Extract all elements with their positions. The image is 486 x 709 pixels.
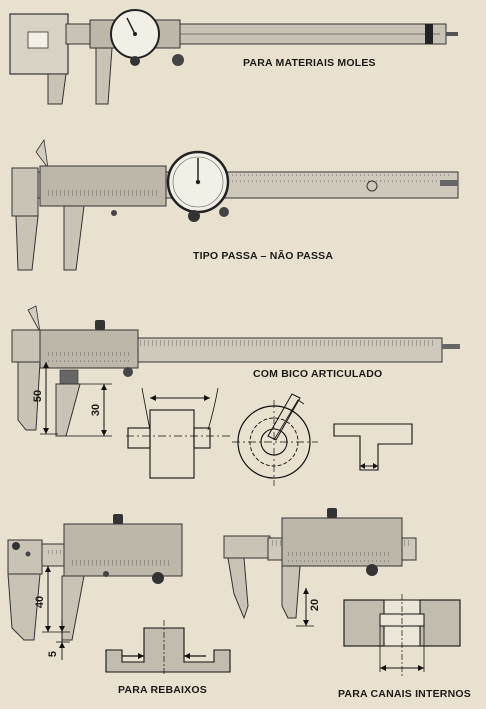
dimension-20: 20	[309, 598, 322, 612]
caliper-articulated-jaw	[11, 305, 460, 437]
drawing-groove-shaft	[126, 387, 232, 479]
drawing-internal-groove	[343, 594, 461, 676]
drawing-ring	[232, 393, 318, 486]
caption-articulated-jaw: COM BICO ARTICULADO	[253, 368, 383, 380]
caption-go-no-go: TIPO PASSA – NÃO PASSA	[193, 250, 334, 262]
dimension-30: 30	[90, 403, 103, 417]
dimension-5: 5	[47, 650, 60, 658]
caliper-internal-grooves	[223, 508, 417, 627]
dimension-50: 50	[32, 389, 45, 403]
caliper-soft-materials	[9, 9, 458, 105]
caption-internal-grooves: PARA CANAIS INTERNOS	[338, 688, 471, 700]
dimension-40: 40	[34, 595, 47, 609]
caption-soft-materials: PARA MATERIAIS MOLES	[243, 57, 376, 69]
drawing-step	[333, 423, 413, 471]
caliper-go-no-go	[11, 138, 459, 271]
caliper-recess	[7, 514, 183, 660]
caption-recess: PARA REBAIXOS	[118, 684, 207, 696]
drawing-recess	[105, 620, 231, 676]
